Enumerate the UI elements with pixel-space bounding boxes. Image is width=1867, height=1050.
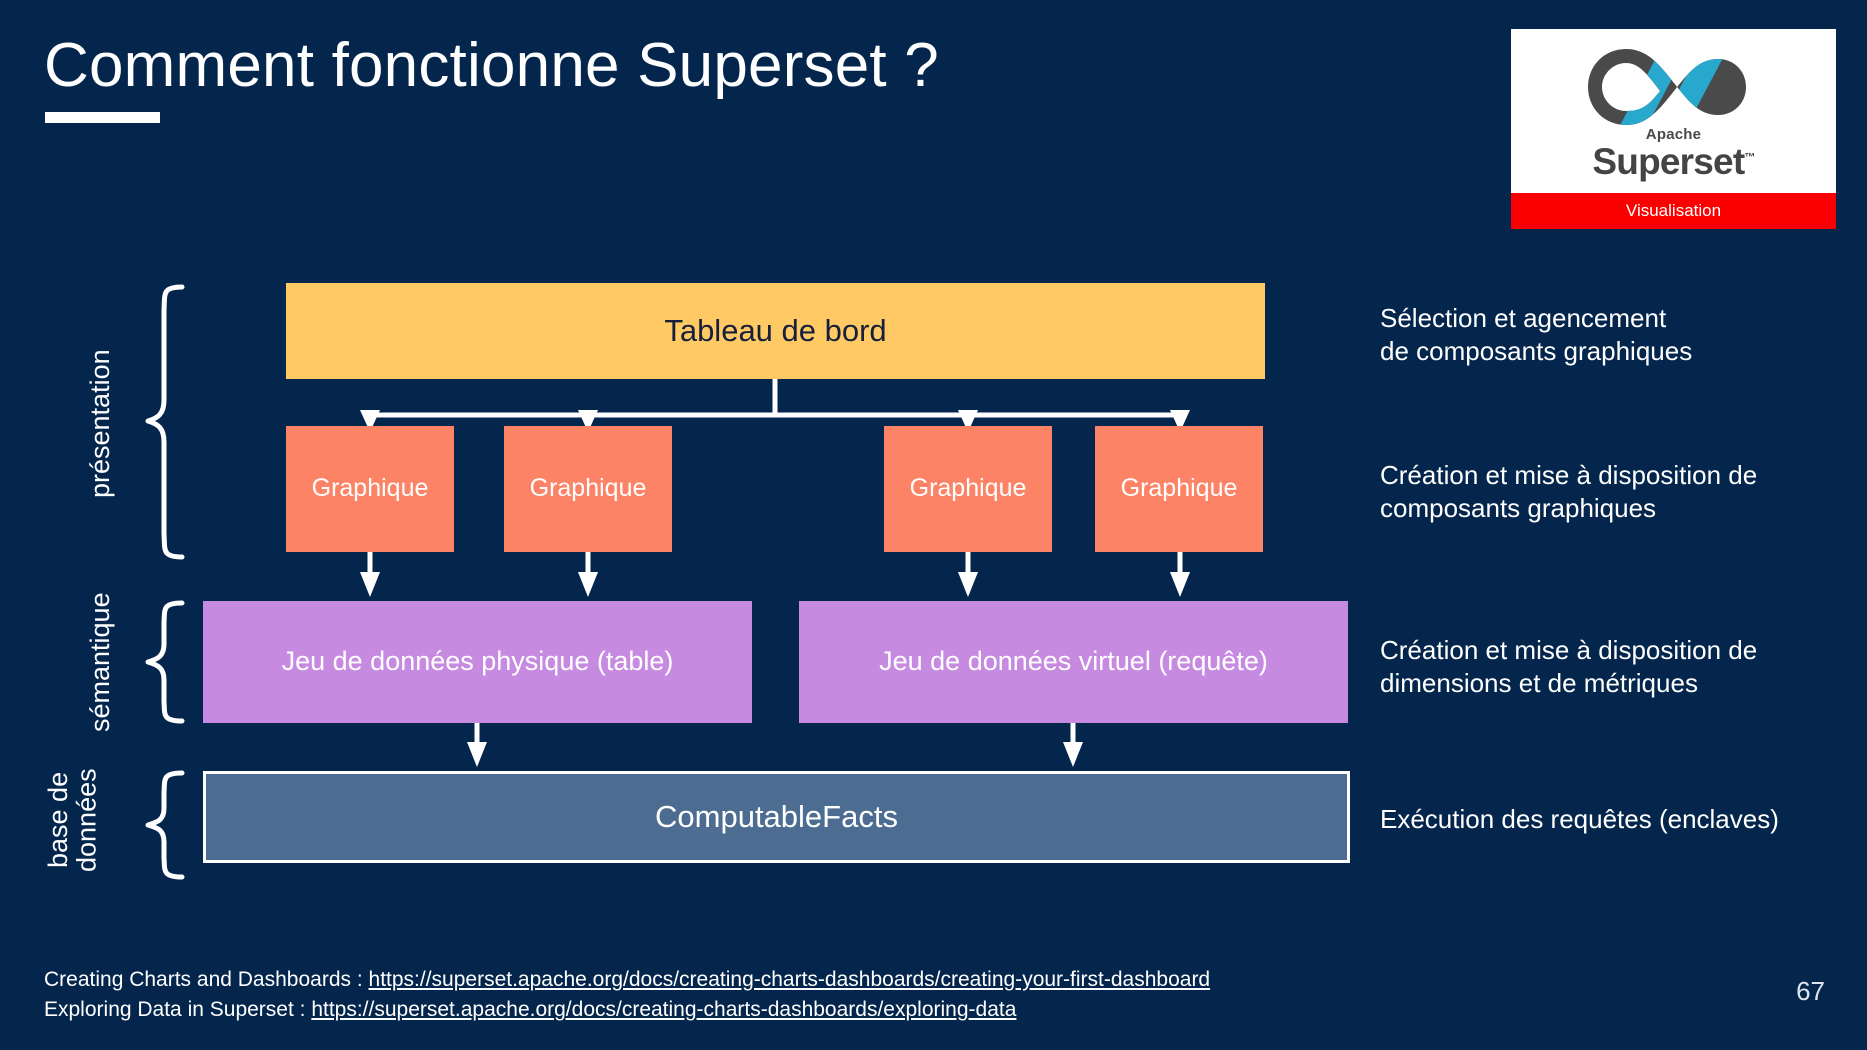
chart-box-4[interactable]: Graphique — [1095, 426, 1263, 552]
footer: Creating Charts and Dashboards : https:/… — [44, 965, 1210, 1026]
footer-link-2[interactable]: https://superset.apache.org/docs/creatin… — [311, 998, 1017, 1022]
title-underline — [45, 112, 160, 123]
stage-label-semantic: sémantique — [85, 592, 115, 732]
description-presentation: Sélection et agencement de composants gr… — [1380, 303, 1693, 367]
footer-link-1[interactable]: https://superset.apache.org/docs/creatin… — [368, 968, 1211, 991]
logo-wordmark: Superset™ — [1592, 141, 1755, 182]
dataset-physical-box[interactable]: Jeu de données physique (table) — [203, 601, 752, 723]
footer-label-2: Exploring Data in Superset : — [44, 998, 312, 1022]
footer-line-1: Creating Charts and Dashboards : https:/… — [44, 965, 1210, 995]
footer-line-2: Exploring Data in Superset : https://sup… — [44, 995, 1210, 1025]
logo-wordmark-text: Superset — [1592, 141, 1745, 182]
chart-box-2[interactable]: Graphique — [504, 426, 672, 552]
stage-label-presentation: présentation — [85, 349, 115, 499]
description-database: Exécution des requêtes (enclaves) — [1380, 804, 1779, 834]
page-number: 67 — [1796, 976, 1825, 1006]
stage-label-database: base de données — [43, 768, 102, 872]
logo-inner: Apache Superset™ — [1511, 29, 1836, 193]
chart-box-3[interactable]: Graphique — [884, 426, 1052, 552]
trademark-icon: ™ — [1744, 151, 1755, 164]
logo-apache-label: Apache — [1645, 126, 1702, 143]
logo-banner: Visualisation — [1511, 193, 1836, 229]
database-box[interactable]: ComputableFacts — [203, 771, 1350, 863]
page-title: Comment fonctionne Superset ? — [44, 31, 939, 100]
description-datasets: Création et mise à disposition de dimens… — [1380, 635, 1758, 699]
infinity-icon — [1585, 42, 1763, 128]
dashboard-box[interactable]: Tableau de bord — [286, 283, 1265, 379]
chart-box-1[interactable]: Graphique — [286, 426, 454, 552]
superset-logo-card: Apache Superset™ Visualisation — [1511, 29, 1836, 229]
description-charts: Création et mise à disposition de compos… — [1380, 460, 1758, 524]
dataset-virtual-box[interactable]: Jeu de données virtuel (requête) — [799, 601, 1348, 723]
footer-label-1: Creating Charts and Dashboards : — [44, 968, 369, 991]
